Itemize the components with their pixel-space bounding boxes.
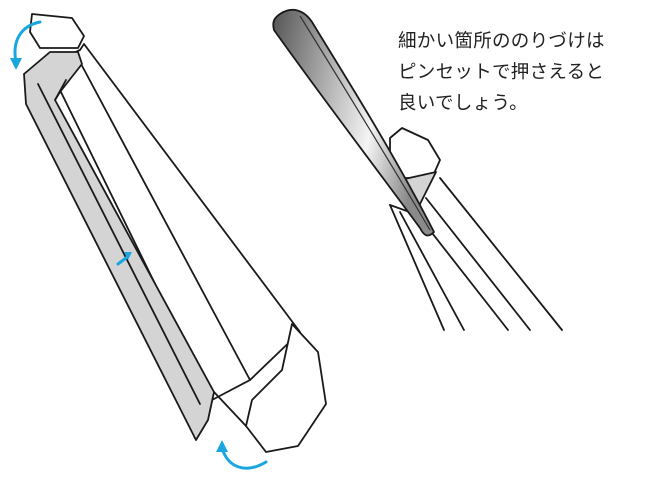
closeup-line [439, 177, 563, 331]
bottom-cap-tab [245, 323, 327, 453]
closeup-line [425, 197, 531, 331]
closeup-line [417, 214, 509, 331]
instruction-caption: 細かい箇所ののりづけは ピンセットで押さえると 良いでしょう。 [398, 26, 648, 119]
straight-arrow-icon [116, 256, 128, 266]
caption-line-1: 細かい箇所ののりづけは [398, 31, 605, 52]
curved-arrow-icon [220, 446, 268, 470]
curved-arrow-head [216, 440, 228, 452]
curved-arrow-head [10, 58, 22, 70]
tweezer-ridge [299, 15, 431, 231]
closeup-line [399, 211, 465, 331]
flap-edge-line [54, 79, 67, 101]
caption-line-3: 良いでしょう。 [398, 93, 528, 114]
flap-fold-line [37, 83, 201, 405]
straight-arrow-head [124, 252, 132, 260]
closeup-strip-right [389, 127, 563, 331]
folded-strip-left [23, 13, 327, 453]
caption-line-2: ピンセットで押さえると [398, 62, 605, 83]
tweezers-icon [272, 8, 435, 237]
top-cap-tab [29, 13, 85, 49]
closeup-line [389, 204, 445, 331]
curved-arrow-icon [13, 20, 42, 64]
tweezer-blade [272, 8, 435, 237]
bottom-edge-line [213, 391, 247, 427]
